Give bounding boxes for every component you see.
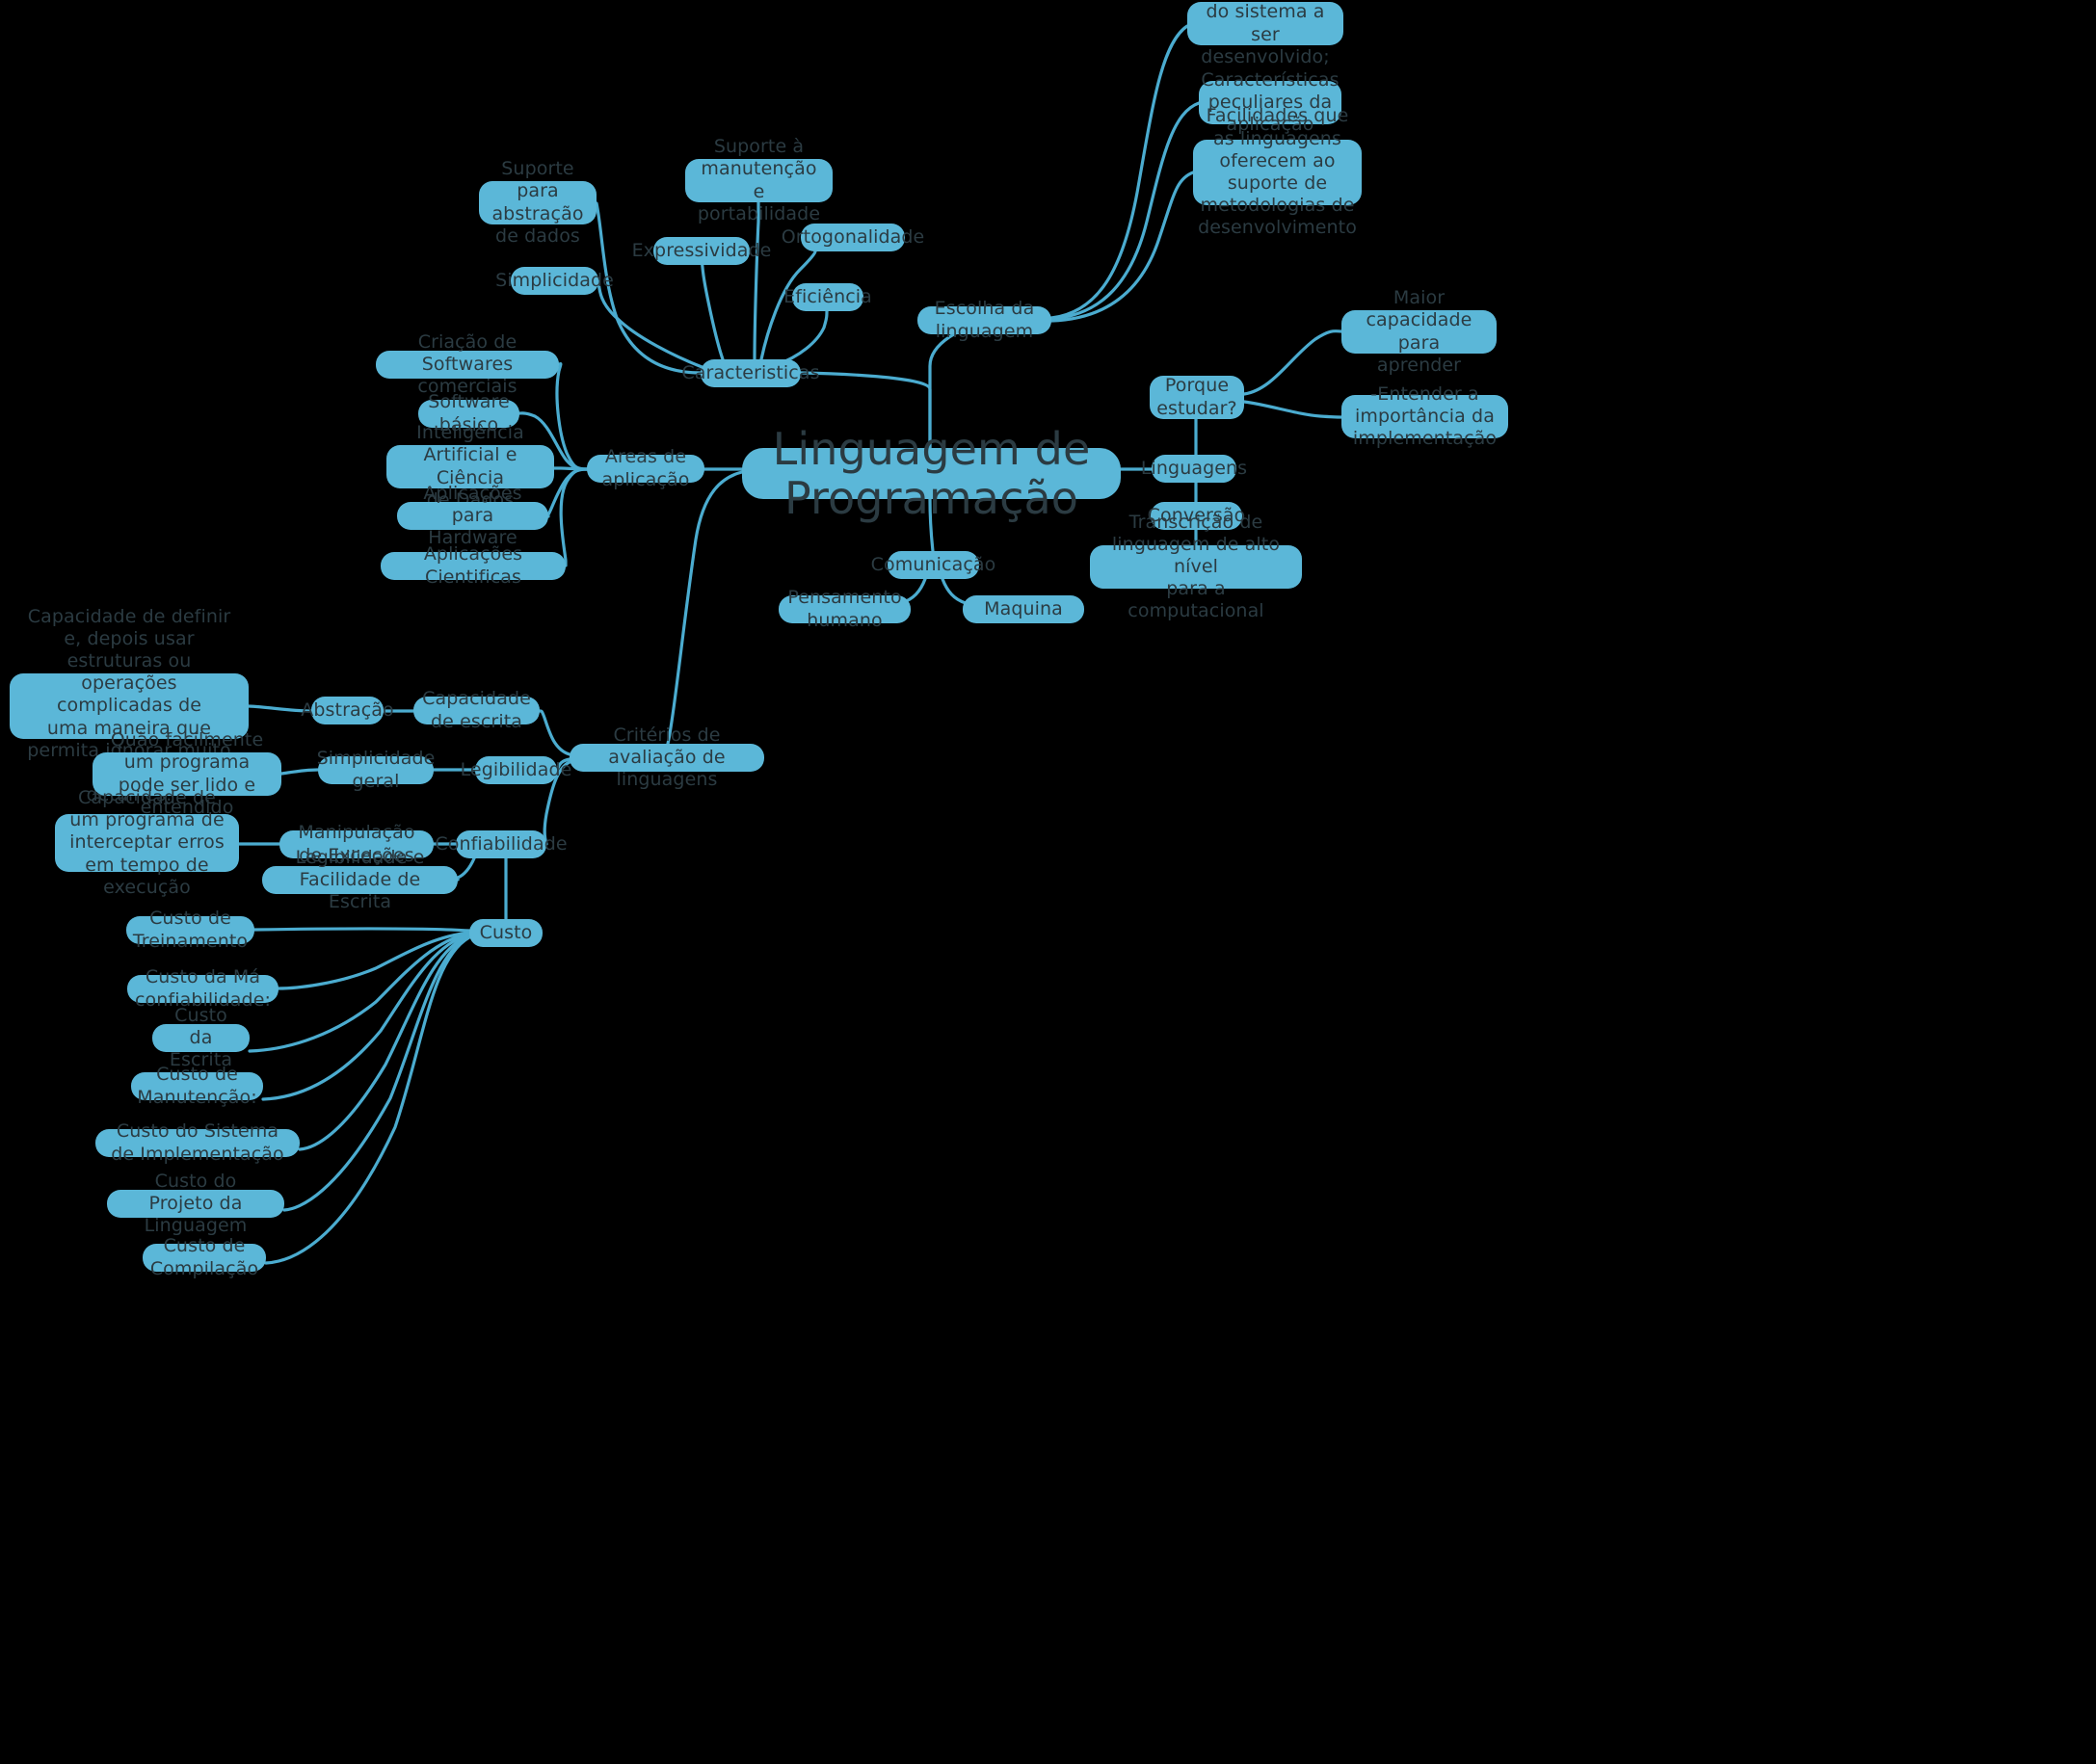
- mindmap-edge: [666, 470, 744, 746]
- mindmap-edge: [298, 934, 471, 1151]
- mindmap-node-maquina[interactable]: Maquina: [963, 595, 1084, 623]
- mindmap-node-facilidades[interactable]: Facilidades que as linguagens oferecem a…: [1193, 105, 1362, 238]
- mindmap-node-conversao[interactable]: Conversão: [1148, 502, 1245, 530]
- mindmap-node-simpl_geral[interactable]: Simplicidade geral: [316, 748, 436, 792]
- mindmap-node-custo_sist[interactable]: Custo do Sistema de Implementação: [95, 1120, 300, 1165]
- mindmap-node-simplicidade[interactable]: Simplicidade: [495, 267, 614, 295]
- mindmap-edge: [1049, 171, 1195, 323]
- mindmap-node-eficiencia[interactable]: Eficiência: [783, 283, 872, 311]
- mindmap-node-confiabilidade[interactable]: Confiabilidade: [435, 830, 568, 858]
- mindmap-edge: [774, 309, 829, 367]
- mindmap-node-ortogonalidade[interactable]: Ortogonalidade: [782, 224, 924, 251]
- mindmap-node-criacao_soft[interactable]: Criação de Softwares comerciais: [376, 331, 559, 397]
- mindmap-edge: [1242, 329, 1343, 396]
- mindmap-node-custo_comp[interactable]: Custo de Compilação: [143, 1235, 266, 1279]
- mindmap-node-expressividade[interactable]: Expressividade: [632, 237, 771, 265]
- mindmap-node-leg_fac_escrita[interactable]: Legibilidade e Facilidade de Escrita: [262, 847, 458, 912]
- mindmap-edge: [538, 709, 571, 756]
- mindmap-edge: [279, 768, 320, 776]
- mindmap-node-custo_trein[interactable]: Custo de Treinamento: [126, 908, 254, 952]
- mindmap-node-cap_definir[interactable]: Capacidade de definir e, depois usar est…: [10, 606, 249, 805]
- mindmap-edge: [252, 927, 471, 933]
- mindmap-node-custo_proj[interactable]: Custo do Projeto da Linguagem: [107, 1171, 284, 1236]
- mindmap-node-cap_prog[interactable]: Capacidade de um programa de interceptar…: [55, 787, 239, 898]
- mindmap-node-complexidade[interactable]: Complexidade do sistema a ser desenvolvi…: [1187, 0, 1343, 67]
- mindmap-node-custo_escrita[interactable]: Custo da Escrita: [152, 1005, 250, 1070]
- mindmap-edge: [282, 935, 471, 1212]
- mindmap-edge: [1049, 101, 1201, 321]
- mindmap-edge: [928, 497, 935, 553]
- mindmap-edge: [753, 200, 760, 361]
- mindmap-node-linguagens[interactable]: Linguagens: [1141, 455, 1247, 483]
- mindmap-node-areas[interactable]: Areas de aplicação: [587, 446, 704, 490]
- mindmap-edge: [248, 932, 471, 1053]
- mindmap-node-caracteristicas[interactable]: Caracteristicas: [681, 359, 819, 387]
- mindmap-node-maior_cap[interactable]: Maior capacidade para aprender: [1341, 287, 1497, 376]
- mindmap-node-custo_manut[interactable]: Custo de Manutenção:: [131, 1064, 263, 1108]
- mindmap-node-abstracao[interactable]: Abstração: [301, 697, 394, 724]
- mindmap-node-custo[interactable]: Custo: [469, 919, 543, 947]
- mindmap-node-porque[interactable]: Porque estudar?: [1150, 375, 1244, 419]
- mindmap-node-entender[interactable]: -Entender a importância da implementação: [1341, 383, 1508, 449]
- mindmap-node-manip_exc[interactable]: Manipulação de Exceções: [279, 822, 434, 866]
- mindmap-edge: [277, 931, 471, 990]
- mindmap-node-custo_ma[interactable]: Custo da Má confiabilidade:: [127, 966, 279, 1011]
- mindmap-edge: [1049, 24, 1189, 320]
- mindmap-edge: [559, 467, 589, 567]
- mindmap-node-apl_cientificas[interactable]: Aplicações Cientificas: [381, 543, 566, 588]
- mindmap-edge: [247, 704, 313, 713]
- mindmap-node-software_bas[interactable]: Software básico: [418, 391, 519, 435]
- mindmap-node-cap_escrita[interactable]: Capacidade de escrita: [413, 688, 540, 732]
- mindmap-node-caract_pec[interactable]: Características peculiares da aplicação: [1199, 69, 1341, 135]
- mindmap-node-central[interactable]: Linguagem de Programação: [742, 425, 1121, 522]
- mindmap-node-apl_hardware[interactable]: Aplicações para Hardware: [397, 483, 548, 548]
- mindmap-node-criterios[interactable]: Critérios de avaliação de linguagens: [570, 724, 764, 790]
- mindmap-node-legibilidade[interactable]: Legibilidade: [461, 756, 571, 784]
- mindmap-edge: [597, 279, 706, 370]
- mindmap-edge: [759, 250, 817, 361]
- mindmap-edge: [264, 935, 471, 1265]
- mindmap-node-suporte_abs[interactable]: Suporte para abstração de dados: [479, 158, 597, 247]
- mindmap-node-transcricao[interactable]: Transcrição de linguagem de alto nível p…: [1090, 512, 1302, 621]
- mindmap-edge: [1242, 400, 1343, 419]
- mindmap-node-quao_facil[interactable]: Quão facilmente um programa pode ser lid…: [93, 729, 281, 818]
- mindmap-node-comunicacao[interactable]: Comunicação: [871, 551, 995, 579]
- mindmap-node-suporte_manut[interactable]: Suporte à manutenção e portabilidade: [685, 136, 833, 224]
- mindmap-node-pensamento[interactable]: Pensamento humano: [779, 587, 911, 631]
- mindmap-edge: [555, 757, 571, 772]
- mindmap-node-escolha[interactable]: Escolha da linguagem: [917, 298, 1051, 342]
- mindmap-edge: [261, 933, 471, 1101]
